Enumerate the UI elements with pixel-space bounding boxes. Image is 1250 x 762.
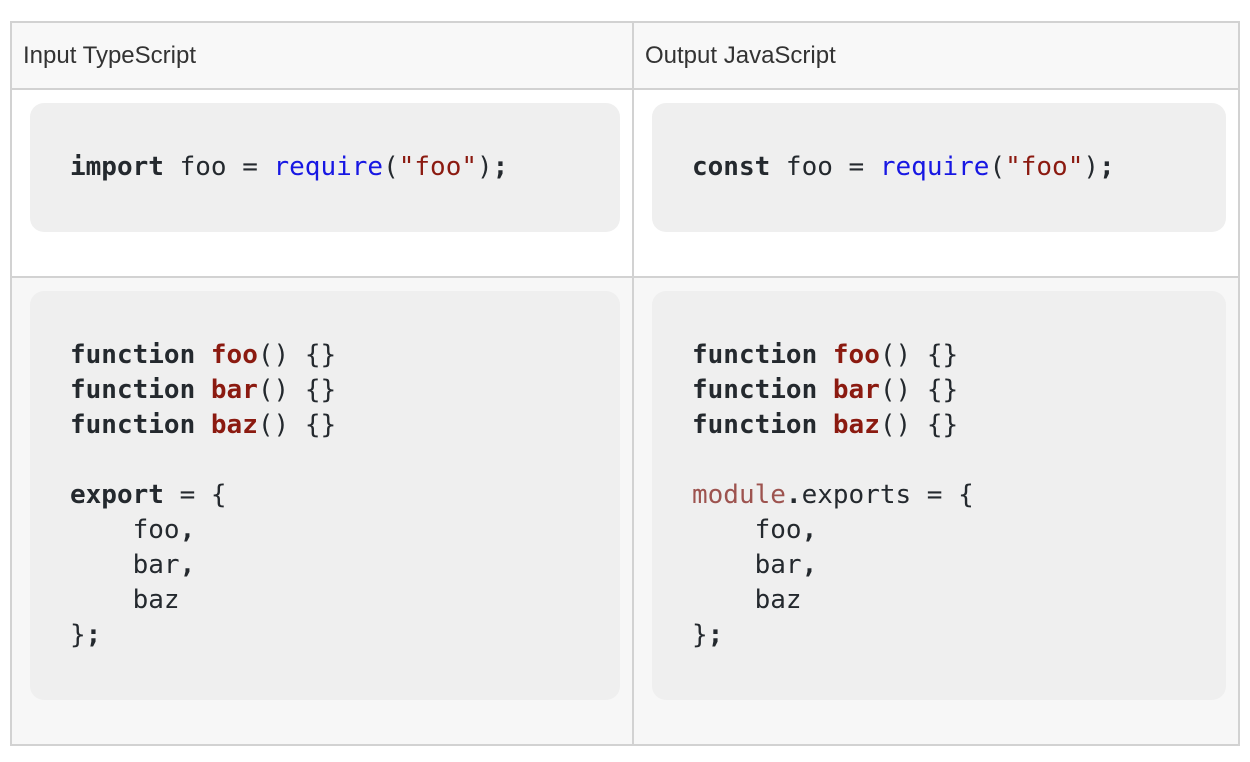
code-block-import-require: import foo = require("foo"); <box>30 103 620 232</box>
column-header-output-javascript: Output JavaScript <box>632 21 1240 90</box>
cell-input-export-equals: function foo() {} function bar() {} func… <box>10 276 634 746</box>
cell-output-const: const foo = require("foo"); <box>632 88 1240 278</box>
cell-input-import: import foo = require("foo"); <box>10 88 634 278</box>
header-row: Input TypeScript Output JavaScript <box>10 21 1240 90</box>
code-block-module-exports: function foo() {} function bar() {} func… <box>652 291 1226 700</box>
code-block-export-equals: function foo() {} function bar() {} func… <box>30 291 620 700</box>
table-row-export-module: function foo() {} function bar() {} func… <box>10 276 1240 746</box>
column-header-input-typescript: Input TypeScript <box>10 21 634 90</box>
typescript-js-comparison-table: Input TypeScript Output JavaScript impor… <box>10 21 1240 746</box>
code-block-const-require: const foo = require("foo"); <box>652 103 1226 232</box>
cell-output-module-exports: function foo() {} function bar() {} func… <box>632 276 1240 746</box>
table-row-import-require: import foo = require("foo"); const foo =… <box>10 88 1240 278</box>
